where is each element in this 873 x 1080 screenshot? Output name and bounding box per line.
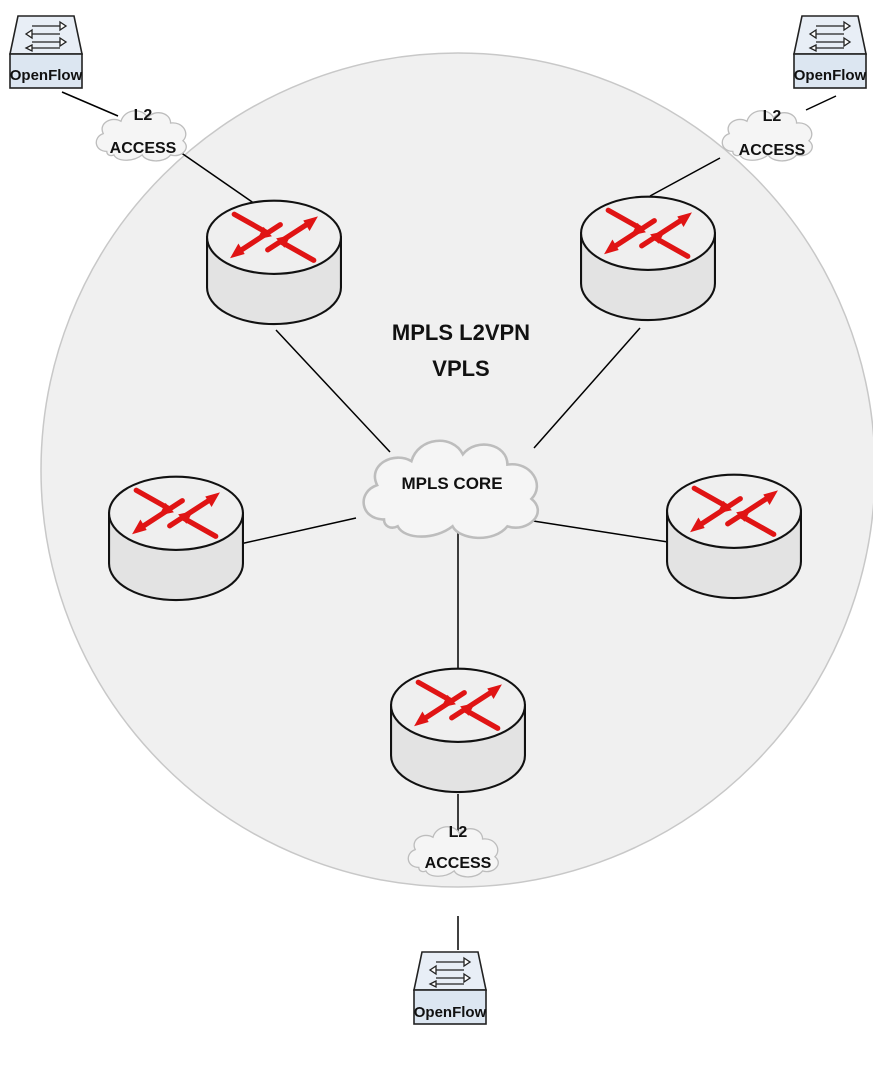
link-access-tl-router <box>179 151 259 207</box>
link-switch-tl-access <box>61 91 119 117</box>
router-icon <box>581 197 715 320</box>
switch-label: OpenFlow <box>10 67 83 84</box>
mpls-core: MPLS CORE <box>362 439 540 540</box>
mpls-core-label: MPLS CORE <box>401 474 502 493</box>
domain-title-line1: MPLS L2VPN <box>392 320 530 345</box>
link-router-right-core <box>513 517 669 543</box>
access-label-line1: L2 <box>134 107 153 124</box>
link-router-left-core <box>239 517 357 545</box>
openflow-switch-top-left: OpenFlow <box>9 15 83 89</box>
router-icon <box>109 477 243 600</box>
switch-label: OpenFlow <box>794 67 867 84</box>
access-label-line1: L2 <box>449 824 468 841</box>
domain-title: MPLS L2VPN VPLS <box>392 320 530 381</box>
link-access-tr-router <box>649 157 721 197</box>
domain-title-line2: VPLS <box>432 356 489 381</box>
openflow-switch-bottom: OpenFlow <box>413 951 487 1025</box>
switch-label: OpenFlow <box>414 1004 487 1021</box>
link-router-tl-core <box>275 329 391 453</box>
access-cloud-top-left: L2 ACCESS <box>95 107 188 162</box>
link-switch-tr-access <box>805 95 837 111</box>
access-cloud-top-right: L2 ACCESS <box>721 108 814 162</box>
access-cloud-bottom: L2 ACCESS <box>407 824 500 878</box>
router-icon <box>667 475 801 598</box>
openflow-switch-top-right: OpenFlow <box>793 15 867 89</box>
access-label-line2: ACCESS <box>425 855 492 872</box>
link-router-tr-core <box>533 327 641 449</box>
access-label-line1: L2 <box>763 108 782 125</box>
access-label-line2: ACCESS <box>739 142 806 159</box>
access-label-line2: ACCESS <box>110 140 177 157</box>
router-icon <box>207 201 341 324</box>
router-icon <box>391 669 525 792</box>
